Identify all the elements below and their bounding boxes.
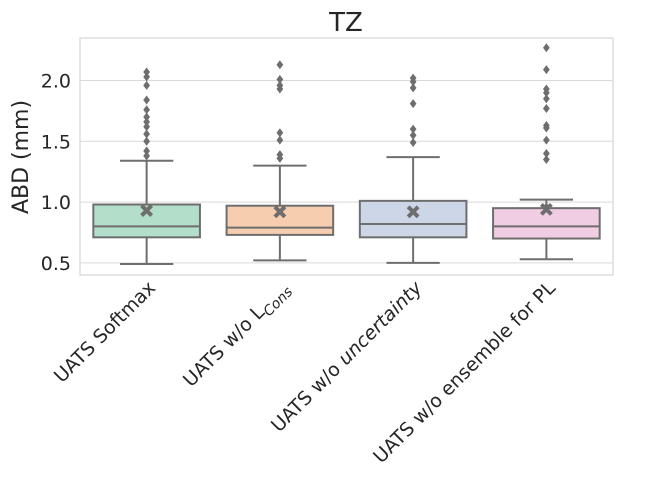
x-tick-label-part: Cons [261,284,297,320]
outlier-point [143,67,150,77]
outlier-point [143,72,150,82]
mean-marker [539,202,553,216]
plot-area [79,37,614,276]
outlier-point [143,146,150,156]
chart-title: TZ [328,8,363,38]
outlier-point [276,150,284,160]
box-iqr [492,207,601,240]
x-tick-label: UATS w/o LCons [179,277,296,394]
x-tick-label-part: uncertainty [334,276,427,369]
outlier-point [543,121,550,131]
outlier-point [276,135,284,145]
outlier-point [409,130,417,140]
y-tick-label: 2.0 [41,71,71,93]
outlier-point [143,136,150,146]
outlier-point [276,128,284,138]
mean-marker [140,204,154,217]
outlier-point [143,129,150,139]
x-tick-label-part: UATS w/o L [179,301,269,391]
box-group [92,67,201,266]
outlier-point [143,151,150,161]
x-tick-label-part: UATS Softmax [50,277,160,387]
outlier-point [143,80,150,90]
outlier-point [543,94,550,104]
outlier-point [543,103,550,113]
y-tick-label: 1.5 [41,131,71,153]
y-tick-layer: 0.5 1.0 1.5 2.0 [41,71,71,275]
y-tick-label: 0.5 [41,253,71,275]
outlier-point [276,80,284,90]
box-iqr [92,203,201,239]
outlier-point [143,95,150,105]
outlier-point [543,148,550,158]
outlier-point [409,83,417,93]
y-axis-label: ABD (mm) [9,100,34,214]
mean-marker [406,205,420,219]
box-iqr [358,199,468,239]
outlier-point [543,65,550,75]
outlier-point [143,105,150,115]
mean-marker [273,205,287,219]
outlier-point [543,84,550,94]
y-tick-label: 1.0 [41,192,71,214]
x-tick-label-part: UATS w/o [267,354,350,437]
outlier-point [143,112,150,122]
outlier-point [543,43,550,53]
outlier-point [276,60,284,70]
outlier-point [409,99,417,109]
outlier-point [409,138,417,148]
x-tick-label: UATS Softmax [50,277,160,387]
outlier-point [409,73,417,83]
outlier-point [409,124,417,134]
outlier-point [276,74,284,84]
box-group [492,43,601,261]
box-layer [92,43,601,266]
outlier-point [143,117,150,127]
outlier-point [143,122,150,132]
box-group [225,60,335,262]
outlier-point [543,135,550,145]
outlier-point [543,155,550,165]
box-group [358,73,468,264]
grid-layer [80,80,613,264]
